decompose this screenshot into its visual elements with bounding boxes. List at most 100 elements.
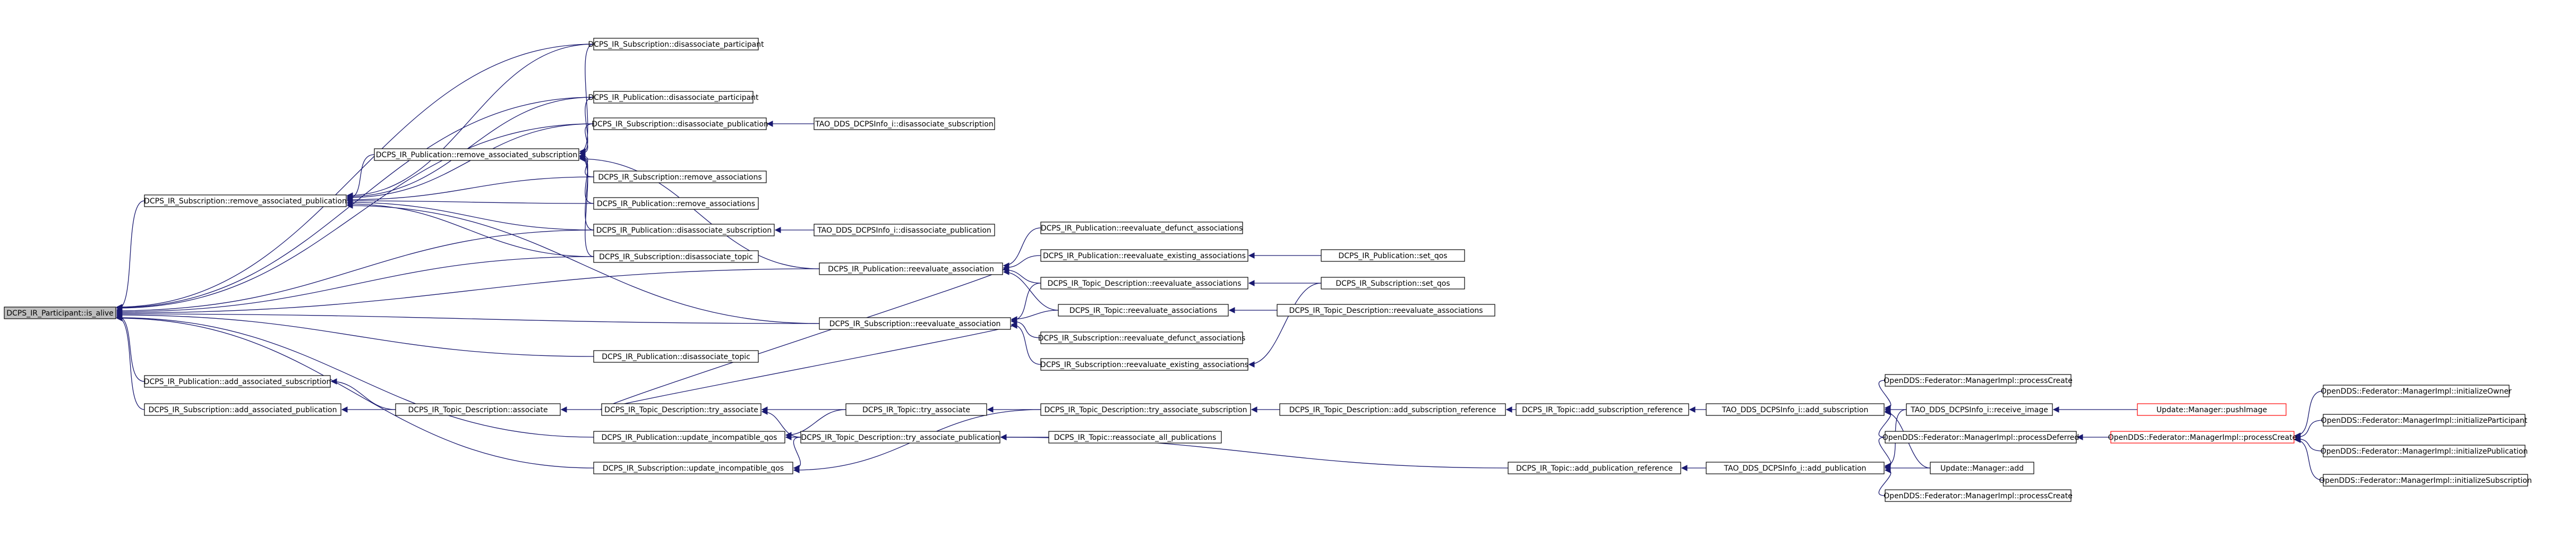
function-node[interactable]: DCPS_IR_Subscription::reevaluate_associa…: [819, 317, 1011, 330]
node-box: [1040, 403, 1251, 416]
call-edge: [116, 200, 145, 313]
function-node[interactable]: TAO_DDS_DCPSInfo_i::add_publication: [1706, 462, 1885, 474]
node-box: [601, 403, 761, 416]
node-label: DCPS_IR_Publication::disassociate_subscr…: [596, 226, 772, 235]
function-node[interactable]: DCPS_IR_Publication::reevaluate_existing…: [1040, 249, 1248, 262]
function-node[interactable]: DCPS_IR_Topic::try_associate: [845, 403, 987, 416]
node-box: [1885, 489, 2072, 502]
node-box: [2110, 431, 2295, 444]
node-label: TAO_DDS_DCPSInfo_i::receive_image: [1910, 406, 2048, 414]
call-edge: [116, 311, 820, 324]
call-edge: [330, 378, 396, 410]
node-box: [4, 307, 116, 319]
node-box: [814, 117, 995, 130]
function-node[interactable]: DCPS_IR_Topic_Description::try_associate…: [800, 431, 1000, 444]
function-node[interactable]: TAO_DDS_DCPSInfo_i::receive_image: [1906, 403, 2053, 416]
node-box: [593, 431, 785, 444]
function-node[interactable]: DCPS_IR_Topic::reassociate_all_publicati…: [1048, 431, 1222, 444]
call-edge: [601, 322, 1017, 410]
node-box: [144, 194, 347, 207]
function-node[interactable]: DCPS_IR_Publication::remove_associations: [593, 197, 759, 210]
node-box: [1040, 249, 1248, 262]
function-node[interactable]: DCPS_IR_Topic_Description::reevaluate_as…: [1040, 277, 1248, 290]
function-node[interactable]: OpenDDS::Federator::ManagerImpl::process…: [2108, 431, 2297, 444]
root-function-node[interactable]: DCPS_IR_Participant::is_alive: [4, 307, 116, 319]
function-node[interactable]: OpenDDS::Federator::ManagerImpl::process…: [1884, 374, 2073, 387]
node-box: [593, 91, 754, 104]
call-edge: [1011, 283, 1041, 324]
call-edge: [579, 155, 594, 257]
call-edge: [116, 268, 820, 316]
function-node[interactable]: DCPS_IR_Subscription::update_incompatibl…: [593, 462, 793, 474]
node-label: OpenDDS::Federator::ManagerImpl::process…: [1882, 433, 2079, 442]
node-box: [593, 117, 767, 130]
node-box: [1321, 277, 1465, 290]
node-box: [2323, 445, 2526, 457]
node-label: DCPS_IR_Subscription::reevaluate_existin…: [1040, 361, 1248, 369]
function-node[interactable]: DCPS_IR_Subscription::disassociate_parti…: [588, 38, 764, 50]
function-node[interactable]: DCPS_IR_Topic_Description::add_subscript…: [1279, 403, 1506, 416]
node-box: [1277, 304, 1495, 317]
function-node[interactable]: DCPS_IR_Publication::remove_associated_s…: [374, 148, 579, 161]
function-node[interactable]: DCPS_IR_Subscription::disassociate_topic: [593, 250, 759, 263]
function-node[interactable]: OpenDDS::Federator::ManagerImpl::initial…: [2321, 445, 2528, 457]
function-node[interactable]: OpenDDS::Federator::ManagerImpl::initial…: [2321, 385, 2512, 397]
node-box: [1048, 431, 1222, 444]
node-label: DCPS_IR_Topic_Description::reevaluate_as…: [1289, 307, 1483, 315]
function-node[interactable]: OpenDDS::Federator::ManagerImpl::process…: [1882, 431, 2079, 444]
node-label: DCPS_IR_Topic_Description::try_associate: [604, 406, 758, 414]
function-node[interactable]: DCPS_IR_Publication::reevaluate_associat…: [819, 262, 1003, 275]
node-box: [593, 171, 767, 183]
call-edge: [2294, 390, 2324, 439]
node-label: DCPS_IR_Subscription::set_qos: [1336, 279, 1450, 288]
function-node[interactable]: DCPS_IR_Subscription::remove_association…: [593, 171, 767, 183]
node-label: DCPS_IR_Publication::disassociate_topic: [602, 353, 750, 361]
function-node[interactable]: DCPS_IR_Topic::add_publication_reference: [1508, 462, 1681, 474]
function-node[interactable]: DCPS_IR_Subscription::reevaluate_defunct…: [1038, 331, 1246, 344]
node-label: DCPS_IR_Publication::remove_associated_s…: [376, 151, 577, 159]
function-node[interactable]: DCPS_IR_Subscription::disassociate_publi…: [592, 117, 768, 130]
function-node[interactable]: DCPS_IR_Publication::add_associated_subs…: [144, 375, 331, 388]
function-node[interactable]: DCPS_IR_Publication::disassociate_topic: [593, 350, 759, 363]
function-node[interactable]: DCPS_IR_Subscription::reevaluate_existin…: [1040, 358, 1248, 371]
function-node[interactable]: Update::Manager::pushImage: [2137, 403, 2287, 416]
function-node[interactable]: DCPS_IR_Topic_Description::try_associate…: [1040, 403, 1251, 416]
function-node[interactable]: DCPS_IR_Topic::reevaluate_associations: [1058, 304, 1229, 317]
node-box: [144, 375, 331, 388]
node-label: OpenDDS::Federator::ManagerImpl::initial…: [2321, 387, 2512, 396]
function-node[interactable]: TAO_DDS_DCPSInfo_i::disassociate_publica…: [814, 224, 995, 236]
function-node[interactable]: DCPS_IR_Subscription::set_qos: [1321, 277, 1465, 290]
function-node[interactable]: TAO_DDS_DCPSInfo_i::add_subscription: [1706, 403, 1885, 416]
node-label: OpenDDS::Federator::ManagerImpl::process…: [1884, 377, 2073, 385]
call-edge: [2294, 437, 2324, 481]
call-edge: [1003, 255, 1041, 271]
node-label: OpenDDS::Federator::ManagerImpl::initial…: [2319, 477, 2532, 485]
function-node[interactable]: DCPS_IR_Topic_Description::reevaluate_as…: [1277, 304, 1495, 317]
function-node[interactable]: DCPS_IR_Subscription::remove_associated_…: [144, 194, 347, 207]
call-edge: [1003, 269, 1059, 311]
function-node[interactable]: OpenDDS::Federator::ManagerImpl::process…: [1884, 489, 2073, 502]
node-label: DCPS_IR_Topic_Description::reevaluate_as…: [1047, 279, 1241, 288]
node-box: [1040, 358, 1248, 371]
function-node[interactable]: DCPS_IR_Topic::add_subscription_referenc…: [1516, 403, 1689, 416]
function-node[interactable]: DCPS_IR_Publication::update_incompatible…: [593, 431, 785, 444]
function-node[interactable]: DCPS_IR_Topic_Description::associate: [395, 403, 561, 416]
function-node[interactable]: DCPS_IR_Subscription::add_associated_pub…: [144, 403, 341, 416]
node-label: TAO_DDS_DCPSInfo_i::add_publication: [1724, 464, 1867, 473]
function-node[interactable]: DCPS_IR_Topic_Description::try_associate: [601, 403, 761, 416]
node-box: [1706, 403, 1885, 416]
function-node[interactable]: Update::Manager::add: [1930, 462, 2034, 474]
node-box: [819, 317, 1011, 330]
call-edge: [116, 256, 594, 315]
function-node[interactable]: DCPS_IR_Publication::reevaluate_defunct_…: [1040, 222, 1243, 234]
node-label: DCPS_IR_Topic::try_associate: [862, 406, 970, 414]
function-node[interactable]: OpenDDS::Federator::ManagerImpl::initial…: [2321, 414, 2528, 427]
function-node[interactable]: DCPS_IR_Publication::disassociate_subscr…: [593, 224, 775, 236]
node-label: TAO_DDS_DCPSInfo_i::disassociate_publica…: [817, 226, 991, 235]
function-node[interactable]: OpenDDS::Federator::ManagerImpl::initial…: [2319, 474, 2532, 487]
function-node[interactable]: DCPS_IR_Publication::disassociate_partic…: [588, 91, 759, 104]
node-label: DCPS_IR_Subscription::disassociate_publi…: [592, 120, 768, 129]
function-node[interactable]: TAO_DDS_DCPSInfo_i::disassociate_subscri…: [814, 117, 995, 130]
function-node[interactable]: DCPS_IR_Publication::set_qos: [1321, 249, 1465, 262]
